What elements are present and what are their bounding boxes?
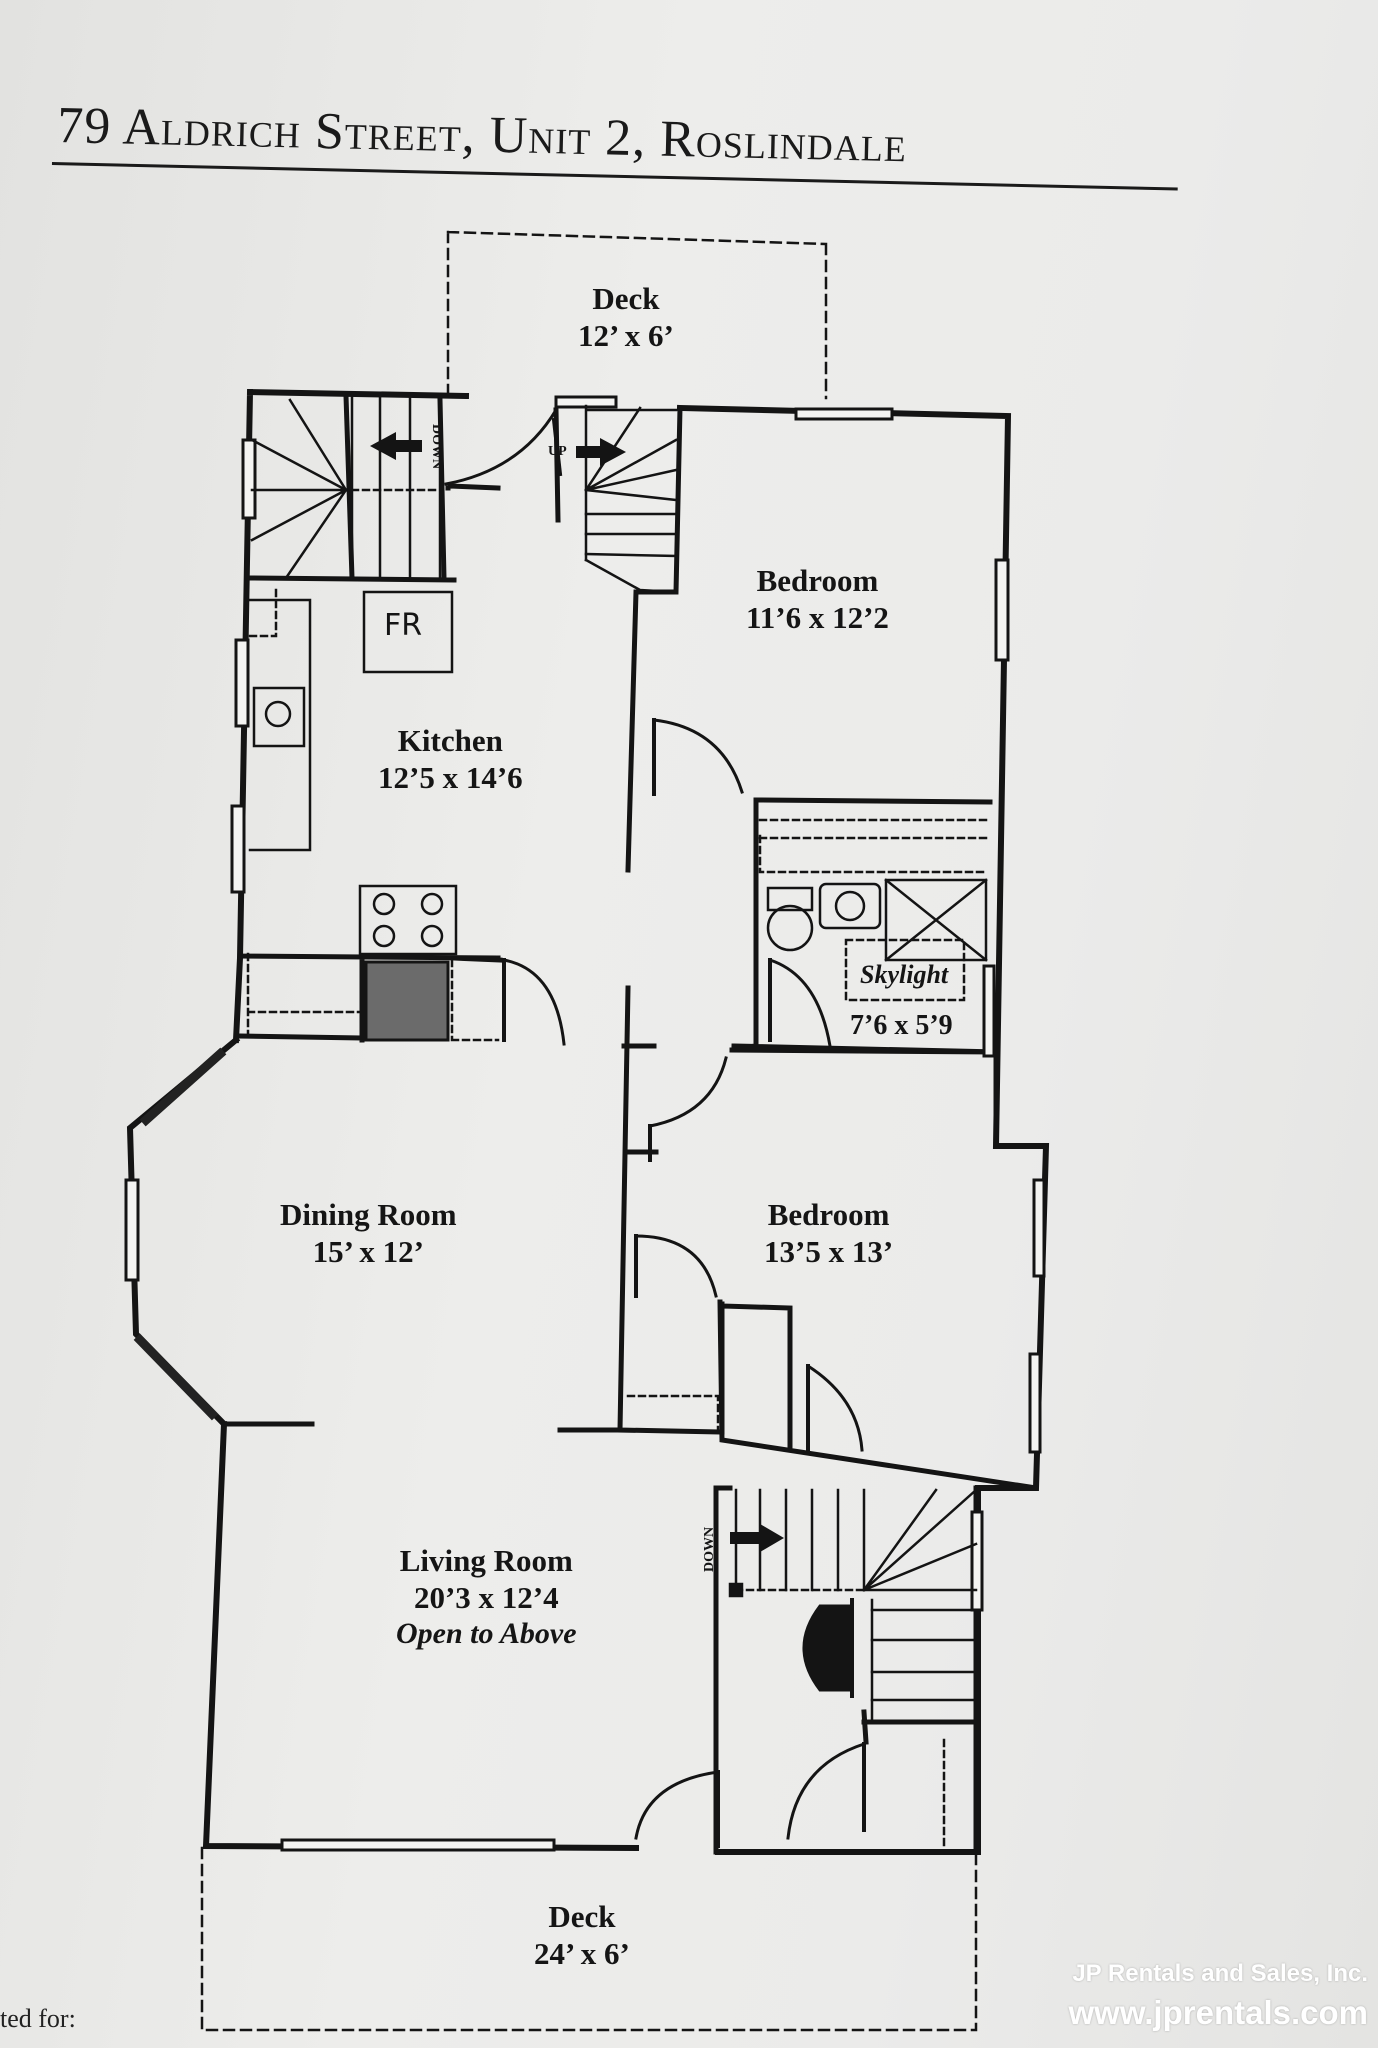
- prepared-for-fragment: ted for:: [0, 2004, 76, 2033]
- door-arc-stair: [444, 407, 559, 486]
- door-arc-bedroom2: [634, 1234, 718, 1298]
- living-room-dims: 20’3 x 12’4: [413, 1580, 559, 1616]
- arrow-up: [576, 438, 626, 466]
- deck-bottom-outline: [200, 1846, 978, 2032]
- deck-bottom-name: Deck: [548, 1899, 616, 1934]
- bath-dims: 7’6 x 5’9: [850, 1010, 953, 1041]
- bedroom-2-dims: 13’5 x 13’: [764, 1234, 894, 1270]
- bedroom-2-name: Bedroom: [767, 1197, 890, 1232]
- bedroom-2-label: Bedroom 13’5 x 13’: [764, 1196, 893, 1270]
- deck-top-dims: 12’ x 6’: [578, 318, 674, 354]
- down-label-top: DOWN: [429, 424, 444, 470]
- exterior-wall: [126, 388, 1050, 1855]
- deck-bottom-dims: 24’ x 6’: [534, 1936, 630, 1972]
- kitchen-label: Kitchen 12’5 x 14’6: [378, 722, 523, 796]
- door-arc-front: [634, 1770, 720, 1840]
- door-arc-closet: [805, 1363, 864, 1452]
- living-room-label: Living Room 20’3 x 12’4 Open to Above: [396, 1542, 577, 1652]
- down-label-bottom: DOWN: [702, 1526, 717, 1572]
- fridge-block: [364, 960, 450, 1042]
- interior-walls: [223, 393, 1039, 1855]
- company-url[interactable]: www.jprentals.com: [1068, 1994, 1368, 2031]
- dining-room-name: Dining Room: [280, 1197, 457, 1232]
- bedroom-1-name: Bedroom: [756, 563, 879, 598]
- deck-top-outline: [446, 230, 828, 400]
- bay-window-1: [139, 1047, 227, 1127]
- fr-label: FR: [384, 608, 423, 643]
- living-room-note: Open to Above: [396, 1617, 577, 1651]
- arrow-down-bottom: [730, 1524, 784, 1552]
- deck-top-label: Deck 12’ x 6’: [578, 280, 674, 354]
- bedroom-1-dims: 11’6 x 12’2: [746, 600, 889, 636]
- dining-room-label: Dining Room 15’ x 12’: [280, 1196, 457, 1270]
- door-arc-hall: [648, 1056, 728, 1128]
- kitchen-counters: [246, 588, 500, 1042]
- bay-window-2: [133, 1333, 219, 1421]
- door-arc-back: [786, 1742, 866, 1840]
- door-arc-bedroom1: [652, 718, 744, 794]
- stair-top-right: [584, 404, 678, 594]
- stair-top-left: [250, 394, 442, 580]
- dining-room-dims: 15’ x 12’: [312, 1234, 424, 1270]
- up-label: UP: [548, 444, 567, 459]
- door-arc-kitchen-closet: [502, 958, 566, 1046]
- deck-top-name: Deck: [592, 281, 660, 316]
- living-room-name: Living Room: [399, 1543, 573, 1578]
- kitchen-dims: 12’5 x 14’6: [378, 760, 523, 796]
- arrow-down-top: [370, 432, 422, 460]
- company-name: JP Rentals and Sales, Inc.: [1072, 1960, 1368, 1987]
- kitchen-name: Kitchen: [397, 723, 503, 758]
- kitchen-range: [358, 884, 458, 956]
- deck-bottom-label: Deck 24’ x 6’: [534, 1898, 630, 1972]
- bedroom-1-label: Bedroom 11’6 x 12’2: [746, 562, 889, 636]
- door-arc-bath: [768, 958, 832, 1048]
- bath-fixtures: [758, 818, 990, 1002]
- skylight-label: Skylight: [860, 960, 949, 989]
- fireplace: [802, 1604, 852, 1692]
